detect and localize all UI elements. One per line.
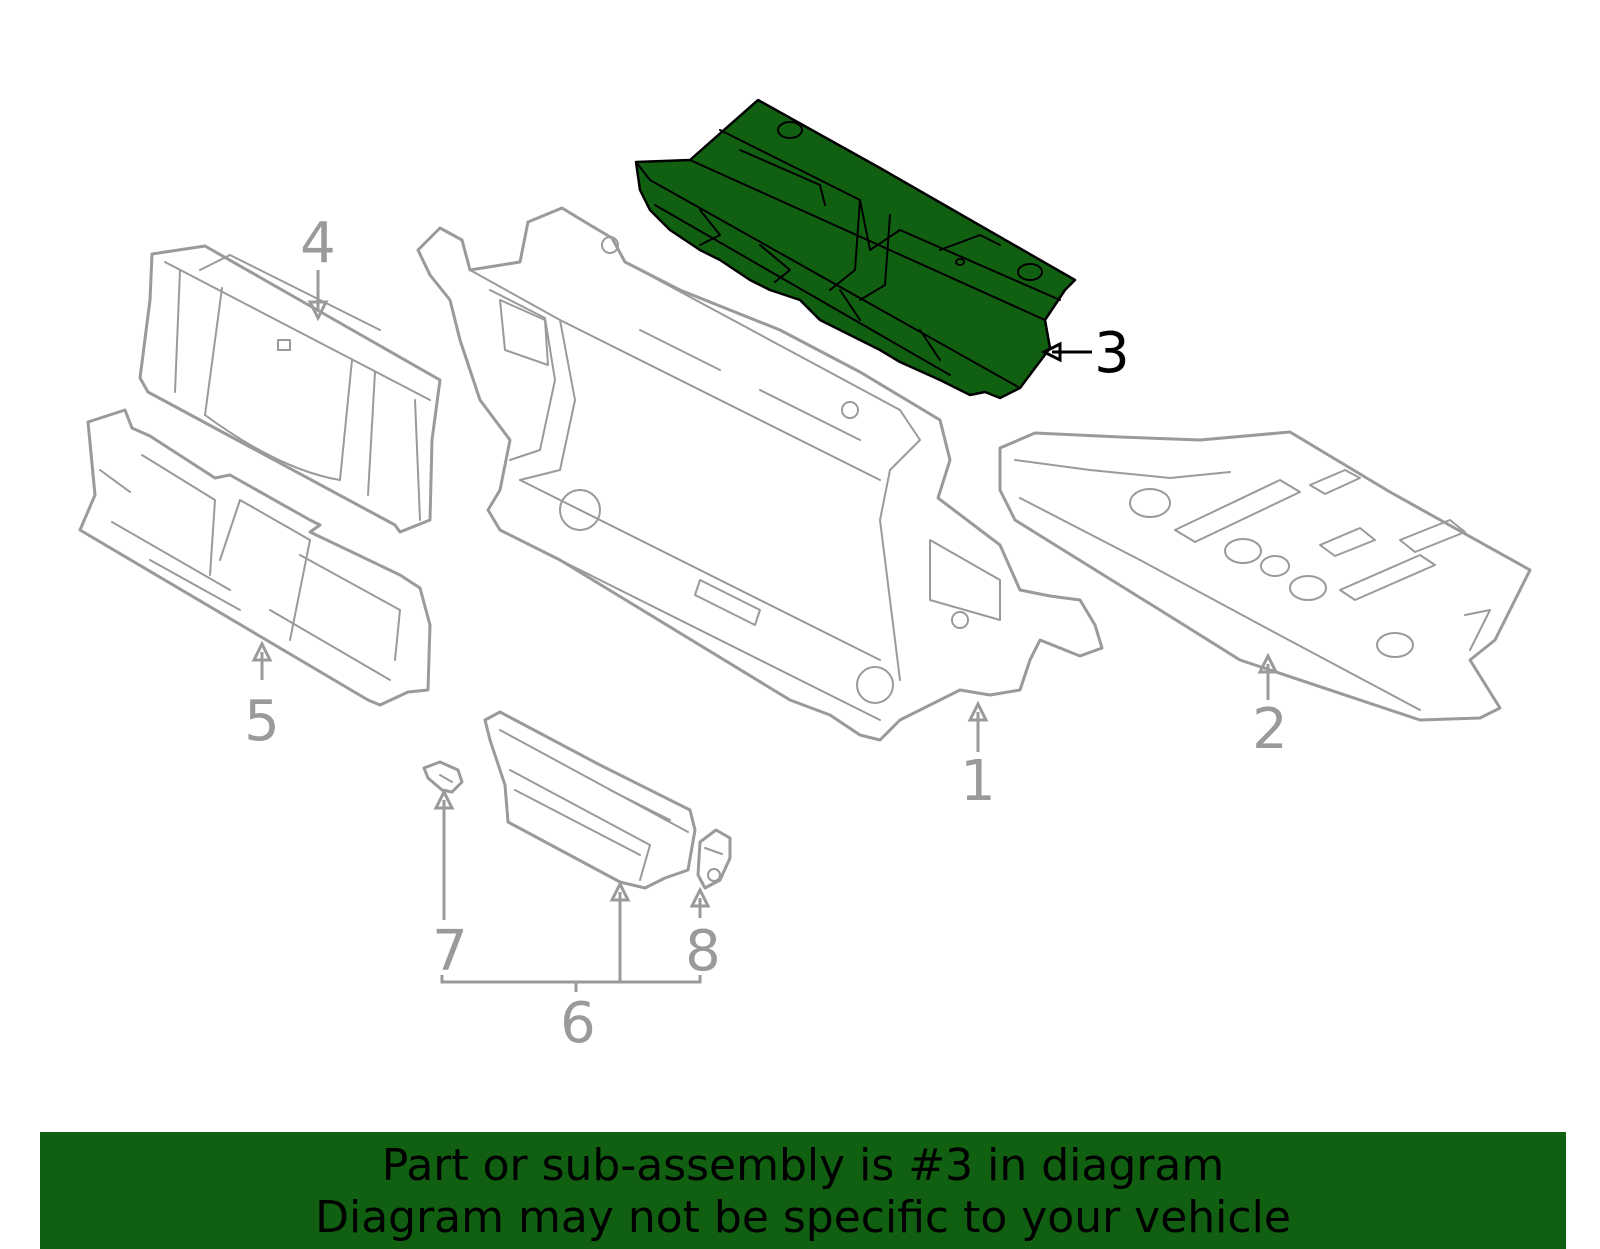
callout-5: 5 bbox=[244, 689, 280, 754]
part-2-splash-shield[interactable] bbox=[998, 430, 1532, 722]
info-banner: Part or sub-assembly is #3 in diagram Di… bbox=[40, 1132, 1566, 1249]
part-7-clip[interactable] bbox=[422, 760, 464, 794]
part-8-actuator[interactable] bbox=[696, 828, 732, 890]
callout-4: 4 bbox=[300, 211, 336, 276]
banner-line-2: Diagram may not be specific to your vehi… bbox=[315, 1192, 1291, 1243]
part-3-air-guide-highlighted[interactable] bbox=[634, 98, 1077, 400]
banner-line-1: Part or sub-assembly is #3 in diagram bbox=[381, 1140, 1225, 1191]
callout-1: 1 bbox=[960, 749, 996, 814]
part-5-air-deflector[interactable] bbox=[78, 408, 432, 707]
callout-3: 3 bbox=[1094, 321, 1130, 386]
leader-lines bbox=[251, 270, 1279, 992]
callout-7: 7 bbox=[432, 919, 468, 984]
part-4-shutter-duct[interactable] bbox=[138, 244, 442, 534]
part-1-radiator-support[interactable] bbox=[416, 206, 1104, 742]
part-6-shutter-assembly[interactable] bbox=[483, 710, 697, 890]
callout-6: 6 bbox=[560, 991, 596, 1056]
callout-8: 8 bbox=[685, 919, 721, 984]
callout-2: 2 bbox=[1252, 697, 1288, 762]
